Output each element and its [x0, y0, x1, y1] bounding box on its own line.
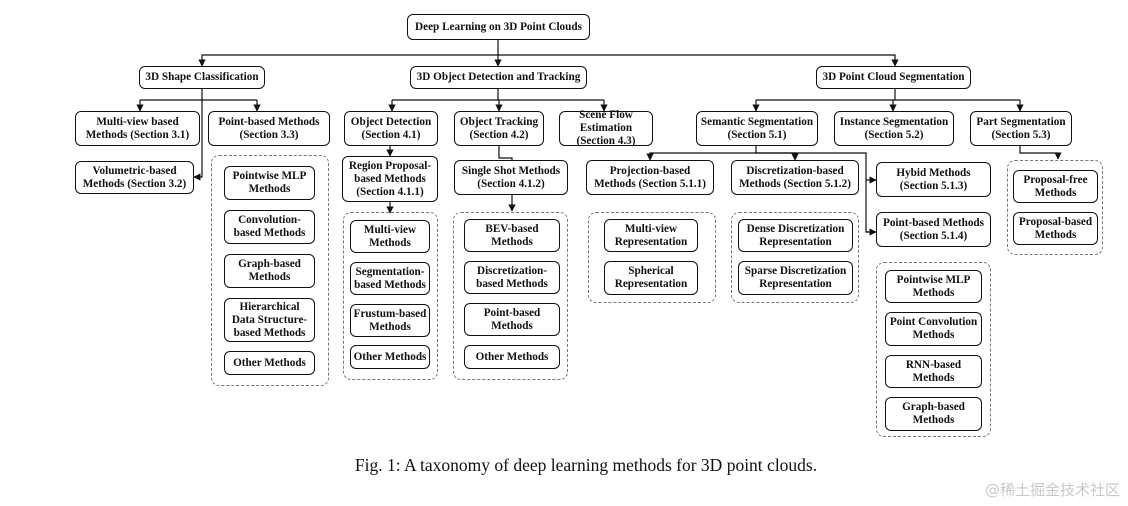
node-region-segmentation: Segmentation- based Methods: [350, 262, 430, 295]
node-volumetric-classification: Volumetric-based Methods (Section 3.2): [75, 161, 194, 194]
node-seg-pointwise-mlp: Pointwise MLP Methods: [885, 270, 982, 303]
node-projection-based: Projection-based Methods (Section 5.1.1): [586, 160, 714, 195]
node-pointbased-classification: Point-based Methods (Section 3.3): [208, 111, 330, 146]
group-projection: [588, 212, 716, 303]
node-region-proposal: Region Proposal- based Methods (Section …: [342, 156, 438, 202]
node-seg-graph: Graph-based Methods: [885, 397, 982, 431]
node-projection-multiview: Multi-view Representation: [604, 219, 698, 252]
node-sparse-discretization: Sparse Discretization Representation: [738, 261, 853, 295]
node-region-frustum: Frustum-based Methods: [350, 304, 430, 337]
node-dense-discretization: Dense Discretization Representation: [738, 219, 853, 252]
group-region-proposal: [343, 212, 438, 380]
node-single-discretization: Discretization- based Methods: [464, 261, 560, 294]
node-discretization-based: Discretization-based Methods (Section 5.…: [731, 160, 859, 195]
node-object-detection: Object Detection (Section 4.1): [344, 111, 438, 146]
group-single-shot: [453, 212, 568, 380]
node-part-segmentation: Part Segmentation (Section 5.3): [970, 111, 1072, 146]
node-other-classification: Other Methods: [224, 351, 315, 375]
node-object-tracking: Object Tracking (Section 4.2): [454, 111, 544, 146]
group-point-based-segmentation: [876, 262, 991, 437]
node-single-bev: BEV-based Methods: [464, 219, 560, 252]
node-pointbased-segmentation: Point-based Methods (Section 5.1.4): [876, 212, 991, 247]
node-hybrid-methods: Hybid Methods (Section 5.1.3): [876, 162, 991, 197]
node-region-other: Other Methods: [350, 345, 430, 369]
node-pointwise-mlp-classification: Pointwise MLP Methods: [224, 166, 315, 200]
node-instance-segmentation: Instance Segmentation (Section 5.2): [834, 111, 954, 146]
node-graph-classification: Graph-based Methods: [224, 254, 315, 288]
node-semantic-segmentation: Semantic Segmentation (Section 5.1): [696, 111, 818, 146]
node-scene-flow: Scene Flow Estimation (Section 4.3): [559, 109, 653, 147]
node-proposal-based: Proposal-based Methods: [1013, 212, 1098, 245]
node-proposal-free: Proposal-free Methods: [1013, 170, 1098, 203]
node-root: Deep Learning on 3D Point Clouds: [407, 14, 590, 40]
node-region-multiview: Multi-view Methods: [350, 220, 430, 253]
figure-caption: Fig. 1: A taxonomy of deep learning meth…: [354, 455, 818, 475]
node-hierarchical-classification: Hierarchical Data Structure- based Metho…: [224, 298, 315, 342]
node-seg-point-convolution: Point Convolution Methods: [885, 312, 982, 346]
group-discretization: [731, 212, 859, 303]
node-detection-tracking: 3D Object Detection and Tracking: [410, 66, 587, 89]
node-seg-rnn: RNN-based Methods: [885, 355, 982, 388]
watermark-text: @稀土掘金技术社区: [984, 481, 1120, 499]
node-projection-spherical: Spherical Representation: [604, 261, 698, 295]
node-single-pointbased: Point-based Methods: [464, 303, 560, 336]
node-single-shot: Single Shot Methods (Section 4.1.2): [454, 160, 568, 195]
node-multiview-classification: Multi-view based Methods (Section 3.1): [75, 111, 200, 146]
node-segmentation: 3D Point Cloud Segmentation: [816, 66, 971, 89]
node-shape-classification: 3D Shape Classification: [139, 66, 265, 89]
node-convolution-classification: Convolution- based Methods: [224, 210, 315, 244]
group-point-based-classification: [211, 155, 329, 386]
group-part-segmentation: [1007, 160, 1103, 255]
node-single-other: Other Methods: [464, 345, 560, 369]
